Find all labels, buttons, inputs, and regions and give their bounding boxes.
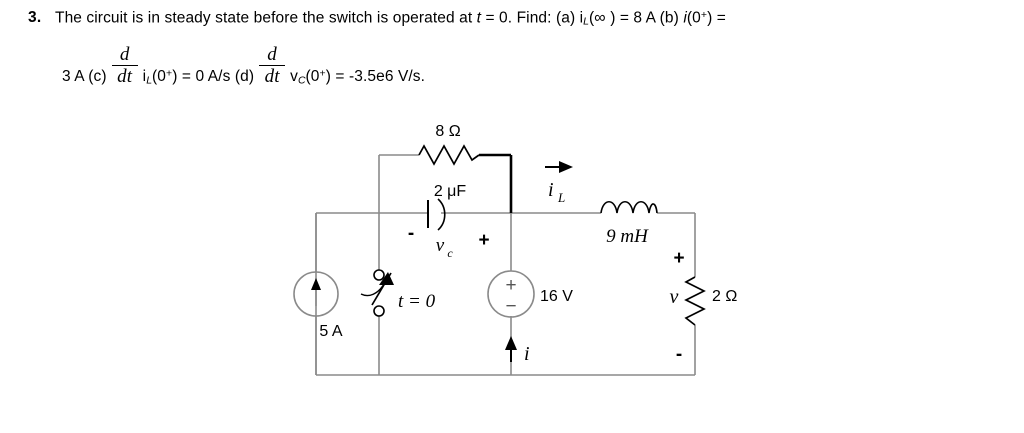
switch-actuation-arc (360, 283, 385, 297)
problem-line1-seg5: (0 (686, 9, 701, 27)
resistor-2ohm-plus-sign: + (673, 248, 684, 269)
infinity-symbol: ∞ (594, 9, 606, 27)
problem-line2-subscript-L: L (146, 74, 153, 87)
problem-line2-superscript-plus-2: + (319, 67, 326, 80)
problem-line2-seg5: v (290, 68, 298, 86)
inductor-label: 9 mH (606, 226, 649, 247)
problem-number: 3. (28, 9, 42, 26)
inductor-current-iL: i L (545, 161, 573, 205)
branch-current-label: i (524, 343, 530, 365)
current-source-5a: 5 A (293, 271, 343, 340)
problem-line1-i-variable: i (683, 9, 687, 27)
problem-line1-subscript-L: L (583, 15, 589, 28)
inductor-current-label: i (548, 179, 554, 201)
capacitor-label: 2 μF (434, 183, 467, 200)
resistor-2ohm: 2 Ω v + - (670, 248, 738, 365)
circuit-wires (315, 154, 696, 376)
problem-line1-seg2: = 0. Find: (a) i (481, 9, 584, 27)
problem-line2-seg4: ) = 0 A/s (d) (172, 68, 255, 86)
problem-line2-superscript-plus-1: + (166, 67, 173, 80)
resistor-8ohm-zigzag (418, 144, 480, 166)
problem-line2-seg6: (0 (305, 68, 320, 86)
branch-current-i: i (505, 336, 530, 365)
problem-line1-seg1: The circuit is in steady state before th… (55, 9, 477, 27)
switch-label: t = 0 (398, 291, 436, 312)
inductor-coils (600, 200, 658, 214)
problem-statement: 3. The circuit is in steady state before… (0, 0, 1024, 110)
capacitor-voltage-label: v (436, 235, 445, 256)
problem-line2-seg1: 3 A (c) (62, 68, 107, 86)
fraction-bar-1 (111, 65, 138, 66)
derivative-denominator-1: dt (117, 66, 133, 87)
switch-t0[interactable]: t = 0 (360, 269, 436, 317)
circuit-wires-emphasized (479, 153, 513, 213)
derivative-numerator-1: d (119, 44, 130, 65)
problem-line-1: The circuit is in steady state before th… (55, 9, 726, 28)
voltage-source-label: 16 V (540, 288, 573, 305)
fraction-bar-2 (259, 65, 286, 66)
problem-line1-seg3: ( (589, 9, 595, 27)
voltage-source-16v: + − 16 V (487, 270, 573, 318)
problem-line2-seg2: i (142, 68, 147, 86)
problem-line2-seg7: ) = -3.5e6 V/s. (325, 68, 426, 86)
switch-arrow-head (379, 272, 394, 285)
derivative-numerator-2: d (267, 44, 277, 65)
switch-terminal-top (373, 269, 385, 281)
resistor-2ohm-voltage-label: v (670, 286, 679, 308)
switch-terminal-bottom (373, 305, 385, 317)
resistor-2ohm-minus-sign: - (676, 344, 682, 365)
voltage-source-minus: − (505, 296, 516, 317)
problem-line1-t-variable: t (476, 9, 482, 27)
current-source-arrow-head (311, 278, 321, 290)
problem-line1-superscript-plus: + (700, 9, 708, 21)
problem-line1-seg6: ) = (707, 9, 726, 27)
current-source-circle (293, 271, 339, 317)
capacitor-plate-curved (437, 198, 446, 231)
capacitor-minus-sign: - (408, 223, 414, 244)
resistor-8ohm-label: 8 Ω (435, 123, 460, 140)
capacitor-2uf: 2 μF - + v c (408, 183, 490, 260)
resistor-2ohm-label: 2 Ω (712, 288, 737, 305)
voltage-source-circle (487, 270, 535, 318)
inductor-9mh: 9 mH (600, 200, 658, 247)
problem-line1-seg4: ) = 8 A (b) (605, 9, 684, 27)
resistor-2ohm-zigzag (684, 276, 706, 326)
capacitor-plus-sign: + (478, 230, 489, 251)
derivative-denominator-2: dt (264, 66, 280, 87)
problem-line2-subscript-C: C (297, 74, 306, 87)
inductor-current-arrow-head (559, 161, 573, 173)
capacitor-voltage-subscript: c (447, 246, 453, 260)
branch-current-arrow-head (505, 336, 517, 350)
resistor-8ohm: 8 Ω (418, 123, 480, 166)
current-source-label: 5 A (319, 323, 342, 340)
voltage-source-plus: + (505, 275, 516, 296)
inductor-current-subscript: L (557, 190, 565, 205)
problem-line2-seg3: (0 (152, 68, 167, 86)
